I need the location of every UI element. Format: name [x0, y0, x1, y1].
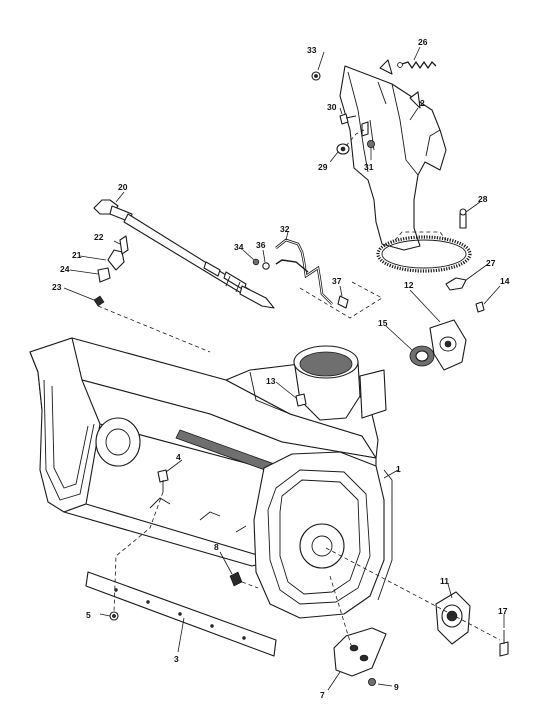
callout-22: 22: [94, 232, 104, 242]
callout-24: 24: [60, 264, 70, 274]
callout-33: 33: [307, 45, 317, 55]
callout-4: 4: [176, 452, 181, 462]
callout-21: 21: [72, 250, 82, 260]
callout-15: 15: [378, 318, 388, 328]
callout-13: 13: [266, 376, 276, 386]
leader-lines: [63, 46, 505, 691]
callout-28: 28: [478, 194, 488, 204]
callouts: 26 33 2 30 29 31 28 20 32 34 36 37 22 21…: [52, 37, 510, 700]
callout-8: 8: [214, 542, 219, 552]
misc-hardware: [109, 393, 501, 649]
callout-3: 3: [174, 654, 179, 664]
chute-control-rod: [252, 238, 383, 319]
chute-ring-gear: [376, 231, 472, 273]
callout-36: 36: [256, 240, 266, 250]
callout-9: 9: [394, 682, 399, 692]
skid-shoe: [333, 627, 387, 687]
callout-12: 12: [404, 280, 414, 290]
callout-14: 14: [500, 276, 510, 286]
chute-crank-rod: [93, 199, 275, 309]
chute-tab: [445, 277, 467, 291]
bearing-and-flange: [409, 301, 485, 371]
callout-34: 34: [234, 242, 244, 252]
callout-31: 31: [364, 162, 374, 172]
callout-30: 30: [327, 102, 337, 112]
callout-7: 7: [320, 690, 325, 700]
clip-hardware: [93, 235, 211, 353]
callout-11: 11: [440, 576, 449, 586]
discharge-chute: [339, 59, 447, 251]
callout-26: 26: [418, 37, 428, 47]
callout-27: 27: [486, 258, 496, 268]
spring: [397, 60, 437, 70]
callout-1: 1: [396, 464, 401, 474]
lower-flange: [435, 591, 509, 657]
callout-2: 2: [420, 98, 425, 108]
callout-23: 23: [52, 282, 62, 292]
callout-17: 17: [498, 606, 508, 616]
callout-20: 20: [118, 182, 128, 192]
housing-spout: [293, 345, 387, 421]
chute-hardware: [311, 71, 467, 229]
callout-5: 5: [86, 610, 91, 620]
callout-32: 32: [280, 224, 290, 234]
callout-37: 37: [332, 276, 342, 286]
callout-29: 29: [318, 162, 328, 172]
scraper-bar: [85, 571, 277, 657]
